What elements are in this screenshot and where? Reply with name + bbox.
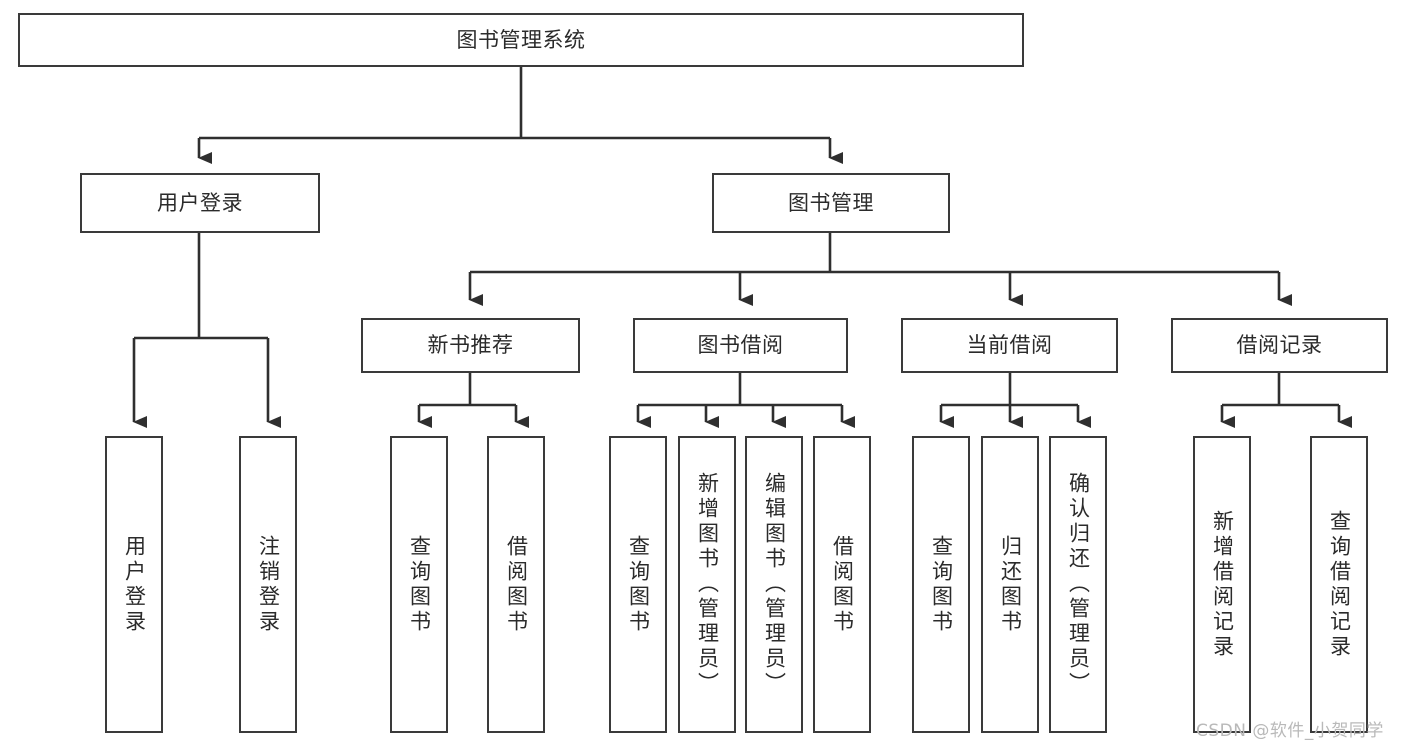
connector-borrowrecord-to-leaves	[1220, 373, 1352, 428]
leaf-confirm-return-label: 确认归还（管理员）	[1066, 472, 1091, 697]
leaf-query-book-borrow-label: 查询图书	[626, 534, 651, 635]
leaf-confirm-return[interactable]: 确认归还（管理员）	[1049, 436, 1107, 733]
leaf-return-book[interactable]: 归还图书	[981, 436, 1039, 733]
node-new-book-recommend[interactable]: 新书推荐	[361, 318, 580, 373]
leaf-borrow-book-borrow[interactable]: 借阅图书	[813, 436, 871, 733]
node-user-login[interactable]: 用户登录	[80, 173, 320, 233]
leaf-query-book-new-label: 查询图书	[407, 534, 432, 635]
node-borrow-record-label: 借阅记录	[1236, 333, 1323, 358]
leaf-query-book-borrow[interactable]: 查询图书	[609, 436, 667, 733]
leaf-user-login[interactable]: 用户登录	[105, 436, 163, 733]
leaf-add-book-label: 新增图书（管理员）	[695, 472, 720, 697]
leaf-borrow-book-new[interactable]: 借阅图书	[487, 436, 545, 733]
leaf-edit-book-label: 编辑图书（管理员）	[762, 472, 787, 697]
connector-currentborrow-to-leaves	[939, 373, 1091, 428]
connector-bookborrow-to-leaves	[636, 373, 855, 428]
leaf-edit-book[interactable]: 编辑图书（管理员）	[745, 436, 803, 733]
connector-root-to-level2	[197, 67, 843, 164]
node-root-system[interactable]: 图书管理系统	[18, 13, 1024, 67]
node-book-borrow-label: 图书借阅	[697, 333, 784, 358]
connector-newbook-to-leaves	[417, 373, 529, 428]
leaf-query-book-current[interactable]: 查询图书	[912, 436, 970, 733]
connector-userlogin-to-leaves	[132, 233, 281, 428]
csdn-watermark: CSDN @软件_小贺同学	[1196, 721, 1384, 741]
node-root-system-label: 图书管理系统	[456, 27, 586, 52]
leaf-query-book-new[interactable]: 查询图书	[390, 436, 448, 733]
leaf-add-borrow-record-label: 新增借阅记录	[1210, 509, 1235, 660]
node-user-login-label: 用户登录	[157, 190, 243, 215]
node-book-borrow[interactable]: 图书借阅	[633, 318, 848, 373]
node-borrow-record[interactable]: 借阅记录	[1171, 318, 1388, 373]
leaf-user-login-label: 用户登录	[122, 534, 147, 635]
leaf-add-borrow-record[interactable]: 新增借阅记录	[1193, 436, 1251, 733]
leaf-logout-login[interactable]: 注销登录	[239, 436, 297, 733]
node-current-borrow-label: 当前借阅	[966, 333, 1053, 358]
leaf-borrow-book-borrow-label: 借阅图书	[830, 534, 855, 635]
leaf-logout-login-label: 注销登录	[256, 534, 281, 635]
leaf-query-book-current-label: 查询图书	[929, 534, 954, 635]
leaf-return-book-label: 归还图书	[998, 534, 1023, 635]
node-current-borrow[interactable]: 当前借阅	[901, 318, 1118, 373]
node-book-management-label: 图书管理	[788, 190, 874, 215]
connector-bookmgmt-to-level3	[468, 233, 1292, 306]
node-book-management[interactable]: 图书管理	[712, 173, 950, 233]
leaf-add-book[interactable]: 新增图书（管理员）	[678, 436, 736, 733]
leaf-borrow-book-new-label: 借阅图书	[504, 534, 529, 635]
leaf-query-borrow-record-label: 查询借阅记录	[1327, 509, 1352, 660]
leaf-query-borrow-record[interactable]: 查询借阅记录	[1310, 436, 1368, 733]
node-new-book-recommend-label: 新书推荐	[427, 333, 514, 358]
